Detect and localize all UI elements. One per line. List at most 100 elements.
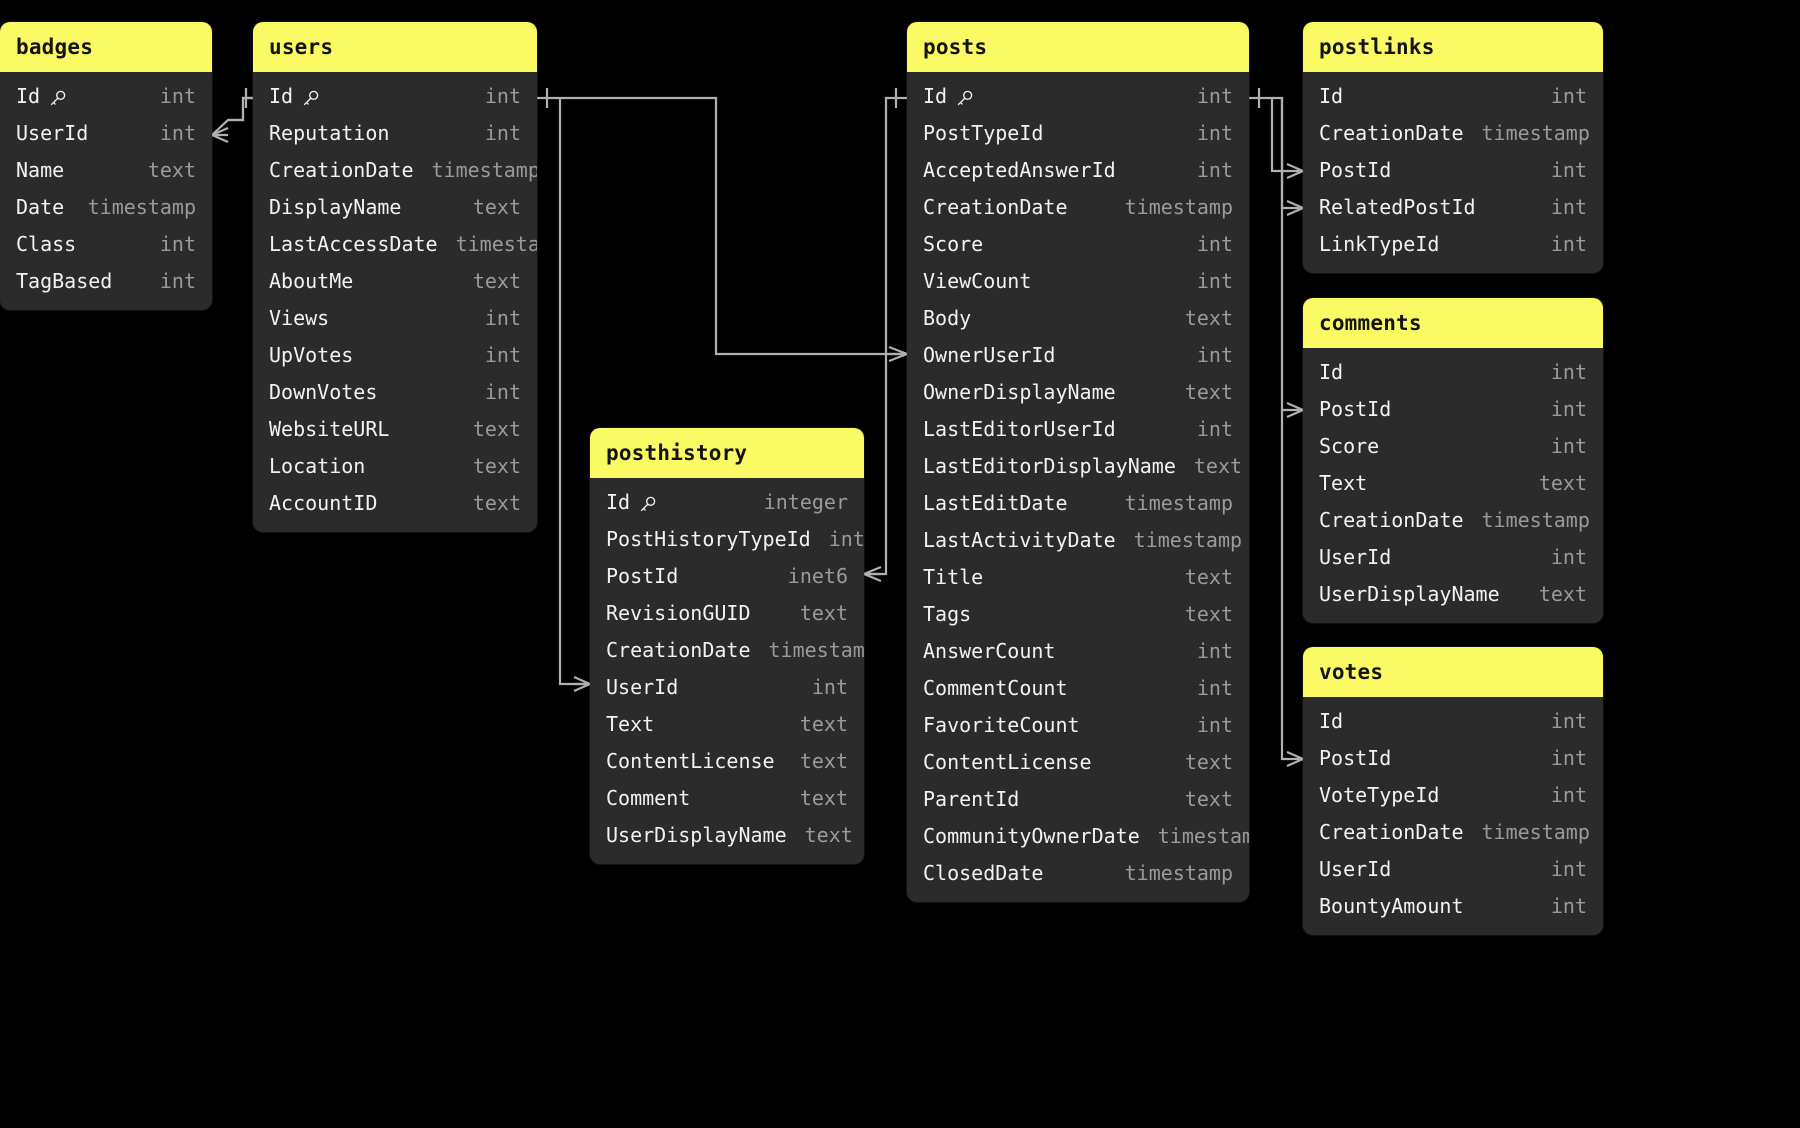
field-type: int	[159, 269, 196, 293]
field-row[interactable]: LinkTypeId int	[1303, 226, 1603, 263]
field-name-wrap: ViewCount	[923, 269, 1031, 294]
field-type: int	[1196, 158, 1233, 182]
field-name-wrap: PostTypeId	[923, 121, 1043, 146]
field-row[interactable]: CommunityOwnerDatetimestamp	[907, 818, 1249, 855]
field-type: int	[1550, 545, 1587, 569]
field-name-wrap: Score	[923, 232, 983, 257]
link-posts-postlinks-postid	[1249, 88, 1304, 180]
field-name-wrap: UserId	[16, 121, 88, 146]
field-name-wrap: LastEditorDisplayName	[923, 454, 1176, 479]
field-type: inet6	[787, 564, 848, 588]
field-name: AccountID	[269, 491, 378, 515]
field-row[interactable]: LastAccessDatetimestamp	[253, 226, 537, 263]
field-type: text	[1184, 306, 1233, 330]
field-name: PostTypeId	[923, 121, 1044, 145]
field-type: int	[1550, 232, 1587, 256]
field-name: Id	[269, 84, 294, 108]
field-name-wrap: Id	[1319, 709, 1343, 734]
field-type: timestamp	[1481, 508, 1590, 532]
field-row[interactable]: Comment text	[590, 780, 864, 817]
field-type: text	[799, 786, 848, 810]
field-type: text	[147, 158, 196, 182]
field-type: timestamp	[1481, 121, 1590, 145]
field-name-wrap: RevisionGUID	[606, 601, 751, 626]
field-name-wrap: Text	[1319, 471, 1367, 496]
field-name-wrap: LinkTypeId	[1319, 232, 1439, 257]
field-name: Comment	[606, 786, 691, 810]
